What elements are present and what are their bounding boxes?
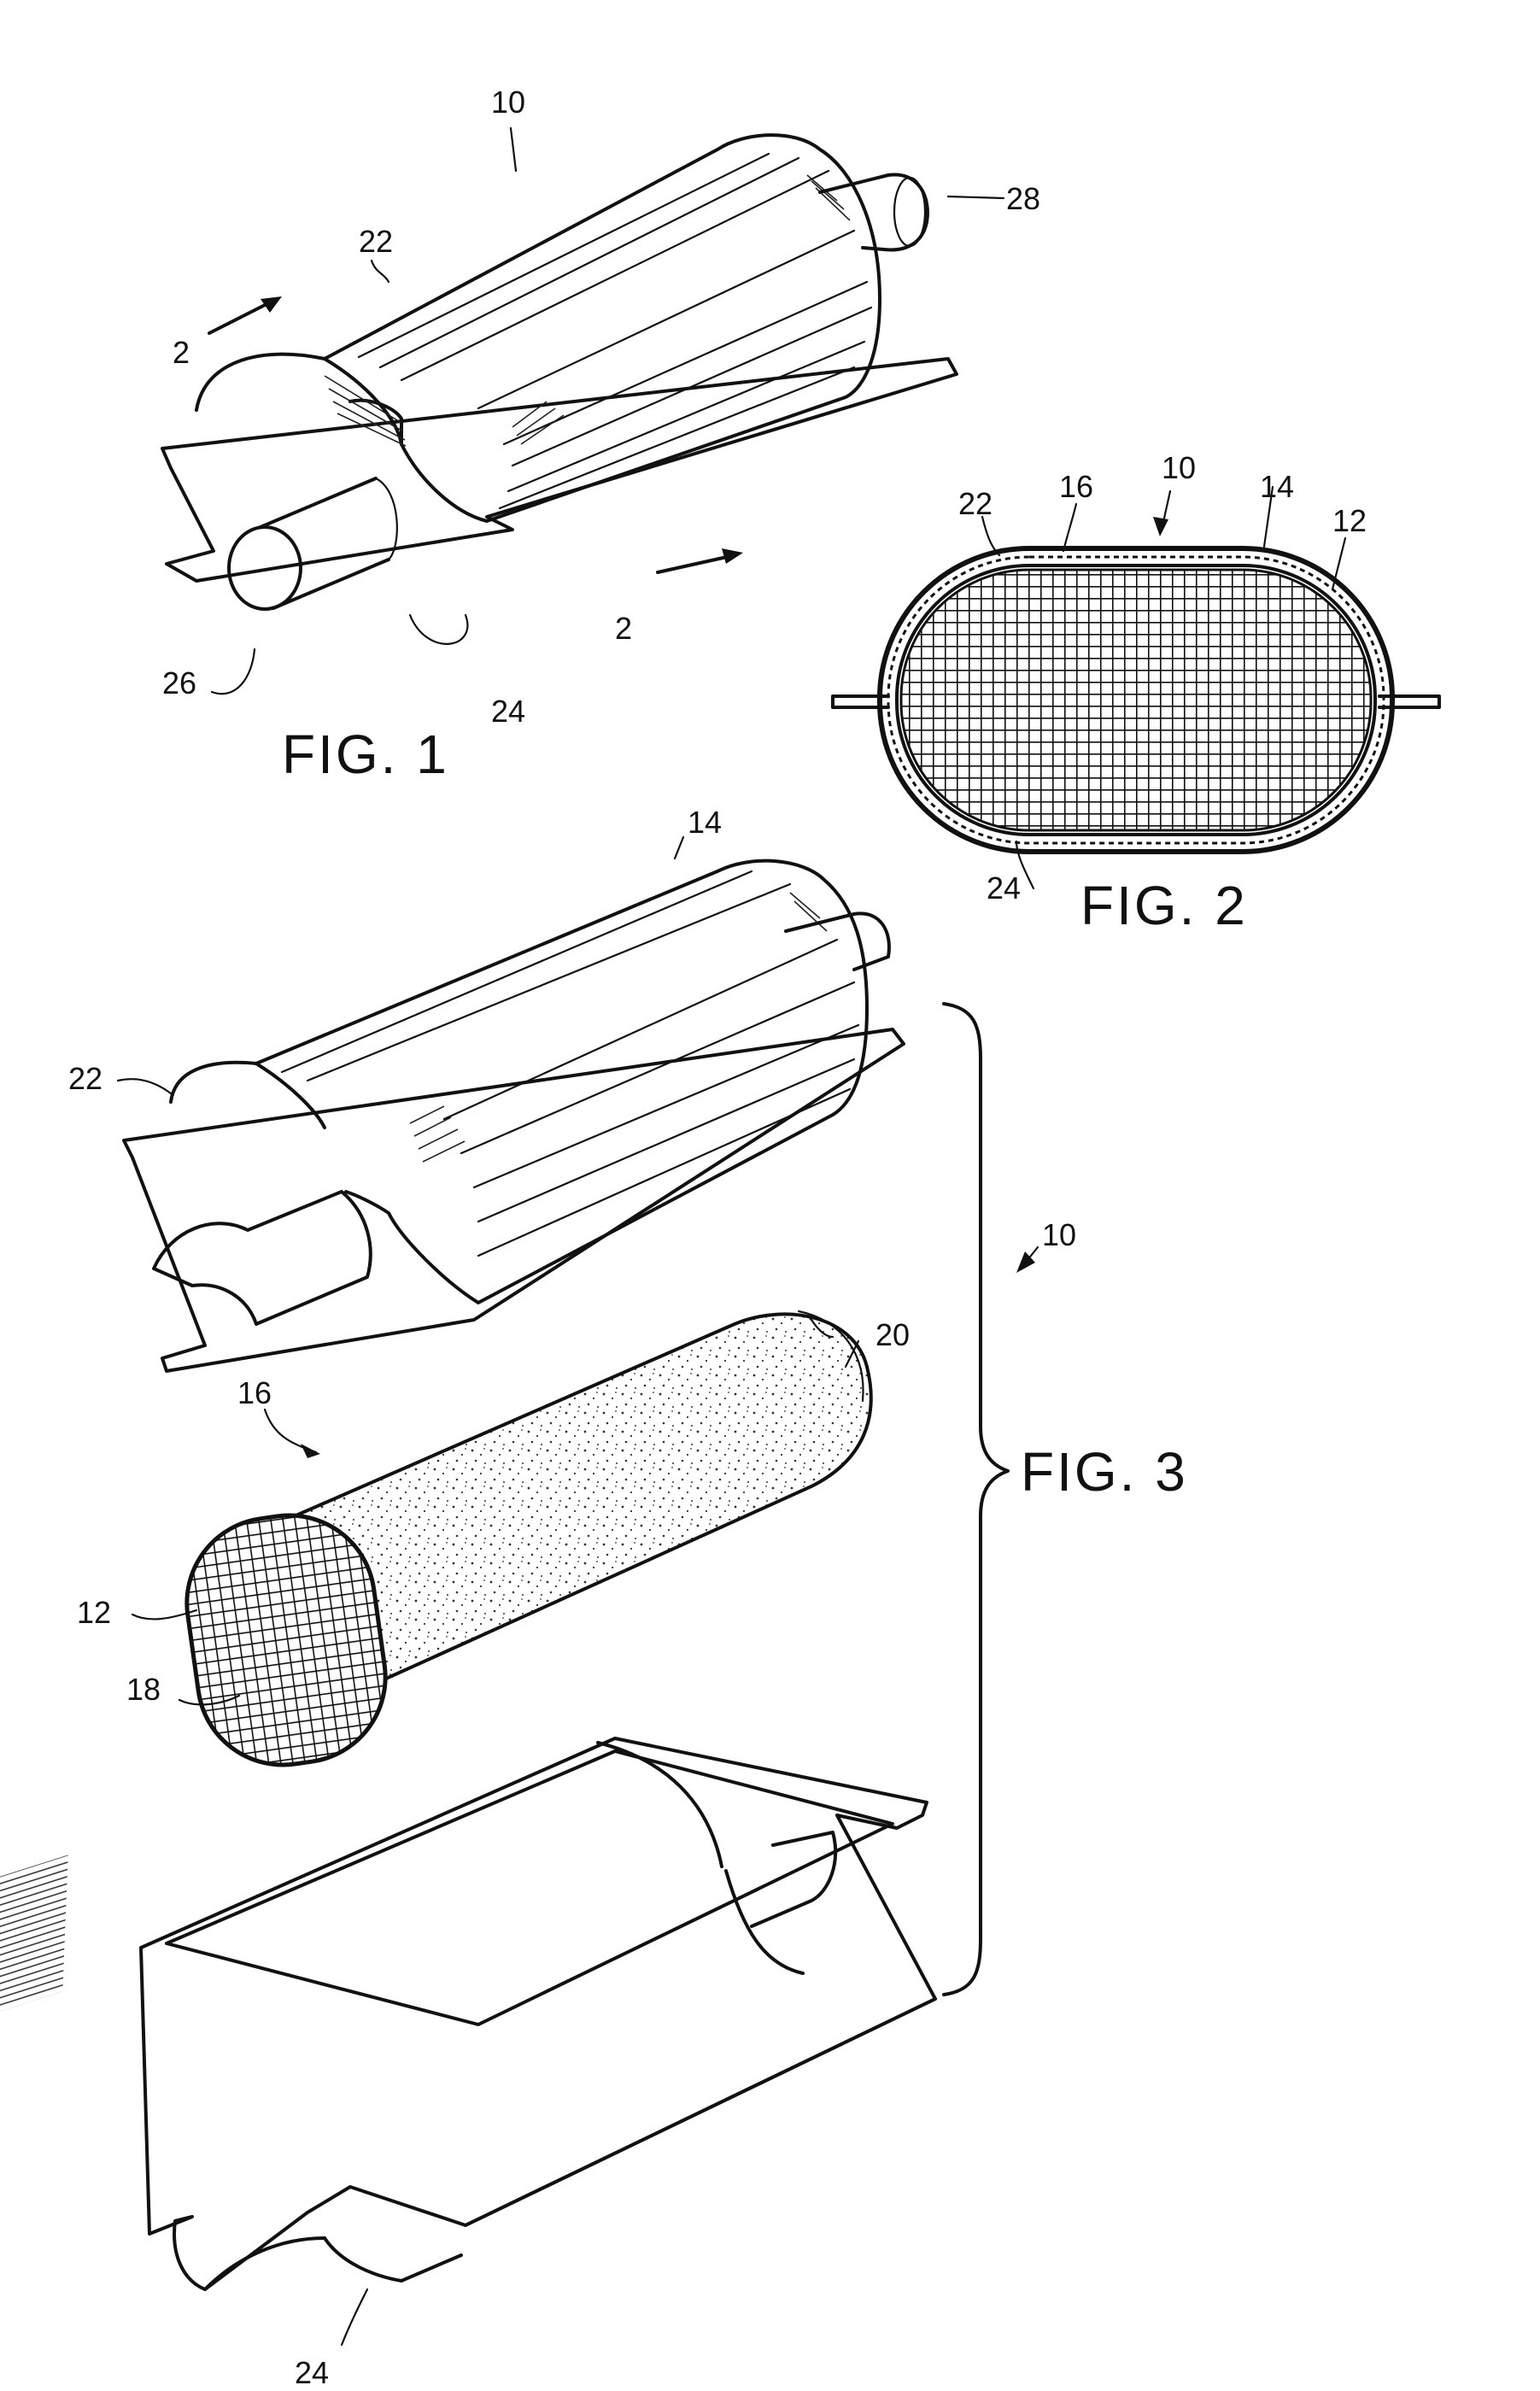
fig3-bottom-shell <box>0 1738 935 2289</box>
fig3-ref-assembly: 10 <box>1042 1217 1076 1252</box>
fig2-ref-substrate: 12 <box>1332 503 1367 538</box>
fig3-exploded-view: 14 22 10 20 16 12 18 24 FIG. 3 <box>0 805 1188 2390</box>
fig3-top-shell <box>124 861 904 1371</box>
fig2-ref-top-shell: 22 <box>958 486 993 521</box>
fig2-ref-mat: 16 <box>1059 469 1093 504</box>
fig2-ref-bottom-shell: 24 <box>987 870 1021 905</box>
fig3-caption: FIG. 3 <box>1021 1441 1188 1503</box>
fig3-ref-top-shell: 22 <box>68 1061 102 1096</box>
fig1-ref-outlet: 28 <box>1006 181 1040 216</box>
fig3-ref-substrate-face: 18 <box>126 1672 161 1707</box>
fig3-substrate-with-mat <box>176 1311 871 1776</box>
fig1-ref-top-shell: 22 <box>359 224 393 259</box>
fig2-ref-housing: 14 <box>1260 469 1294 504</box>
fig3-ref-housing: 14 <box>688 805 722 840</box>
fig2-ref-assembly: 10 <box>1162 450 1196 485</box>
fig1-ref-bottom-shell: 24 <box>491 694 525 729</box>
fig3-ref-mat: 16 <box>237 1375 272 1410</box>
fig1-ref-section-a: 2 <box>173 335 190 370</box>
fig1-ref-section-b: 2 <box>615 611 632 646</box>
fig1-caption: FIG. 1 <box>282 724 449 785</box>
fig1-ref-assembly: 10 <box>491 85 525 120</box>
fig3-ref-substrate: 12 <box>77 1595 111 1630</box>
fig2-caption: FIG. 2 <box>1080 875 1248 936</box>
fig3-ref-mat-edge: 20 <box>875 1317 910 1352</box>
fig3-ref-bottom-shell: 24 <box>295 2355 329 2390</box>
fig2-cross-section: 22 16 10 14 12 24 FIG. 2 <box>833 450 1439 936</box>
fig1-ref-inlet: 26 <box>162 665 196 700</box>
